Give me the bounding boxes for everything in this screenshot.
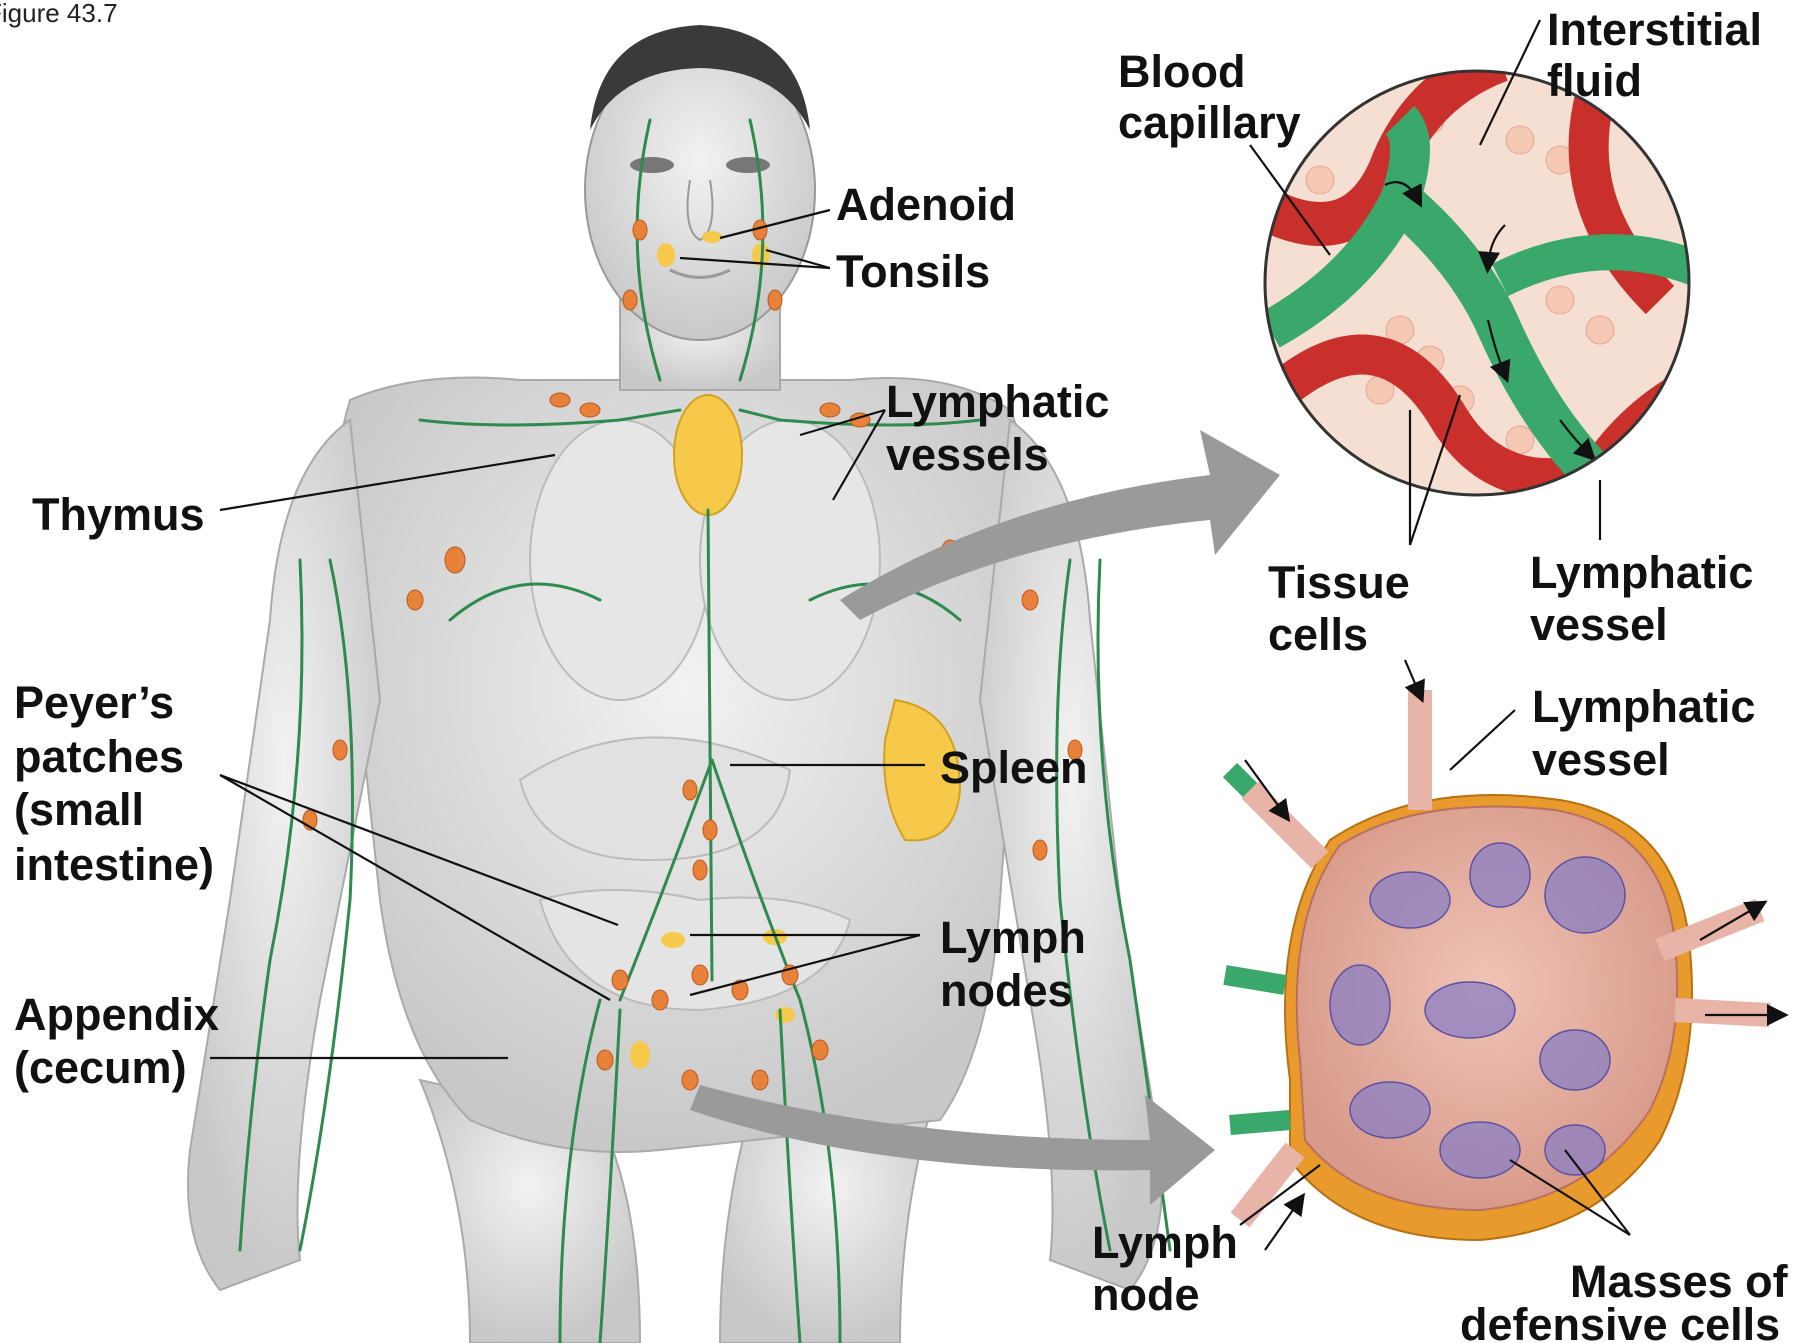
label-masses-line2: defensive cells xyxy=(1460,1299,1780,1343)
label-lymphatic-vessel-bottom-line1: Lymphatic xyxy=(1532,681,1755,732)
label-tissue-cells-line2: cells xyxy=(1268,609,1368,660)
label-interstitial-fluid-line2: fluid xyxy=(1547,55,1642,106)
label-lymphatic-vessel-top-line1: Lymphatic xyxy=(1530,547,1753,598)
label-peyers-line3: (small xyxy=(14,784,144,835)
label-tissue-cells-line1: Tissue xyxy=(1268,557,1410,608)
label-tonsils: Tonsils xyxy=(836,246,990,297)
label-lymphatic-vessel-top-line2: vessel xyxy=(1530,599,1668,650)
label-lymph-nodes-line1: Lymph xyxy=(940,912,1086,963)
figure-caption: Figure 43.7 xyxy=(0,0,118,28)
label-peyers-line4: intestine) xyxy=(14,839,214,890)
label-interstitial-fluid-line1: Interstitial xyxy=(1547,4,1762,55)
label-blood-capillary-line1: Blood xyxy=(1118,46,1245,97)
label-blood-capillary-line2: capillary xyxy=(1118,97,1301,148)
label-lymph-node-line2: node xyxy=(1092,1269,1200,1320)
label-lymph-nodes-line2: nodes xyxy=(940,965,1073,1016)
label-peyers-line1: Peyer’s xyxy=(14,677,174,728)
label-appendix-line1: Appendix xyxy=(14,989,219,1040)
label-thymus: Thymus xyxy=(32,489,205,540)
label-lymphatic-vessels-line1: Lymphatic xyxy=(886,376,1109,427)
label-adenoid: Adenoid xyxy=(836,179,1016,230)
label-spleen: Spleen xyxy=(940,742,1088,793)
lymph-node-inset xyxy=(1225,660,1780,1250)
label-appendix-line2: (cecum) xyxy=(14,1042,187,1093)
capillary-bed-inset xyxy=(1250,60,1700,500)
label-peyers-line2: patches xyxy=(14,731,184,782)
label-lymphatic-vessels-line2: vessels xyxy=(886,429,1049,480)
label-lymphatic-vessel-bottom-line2: vessel xyxy=(1532,734,1670,785)
label-lymph-node-line1: Lymph xyxy=(1092,1217,1238,1268)
